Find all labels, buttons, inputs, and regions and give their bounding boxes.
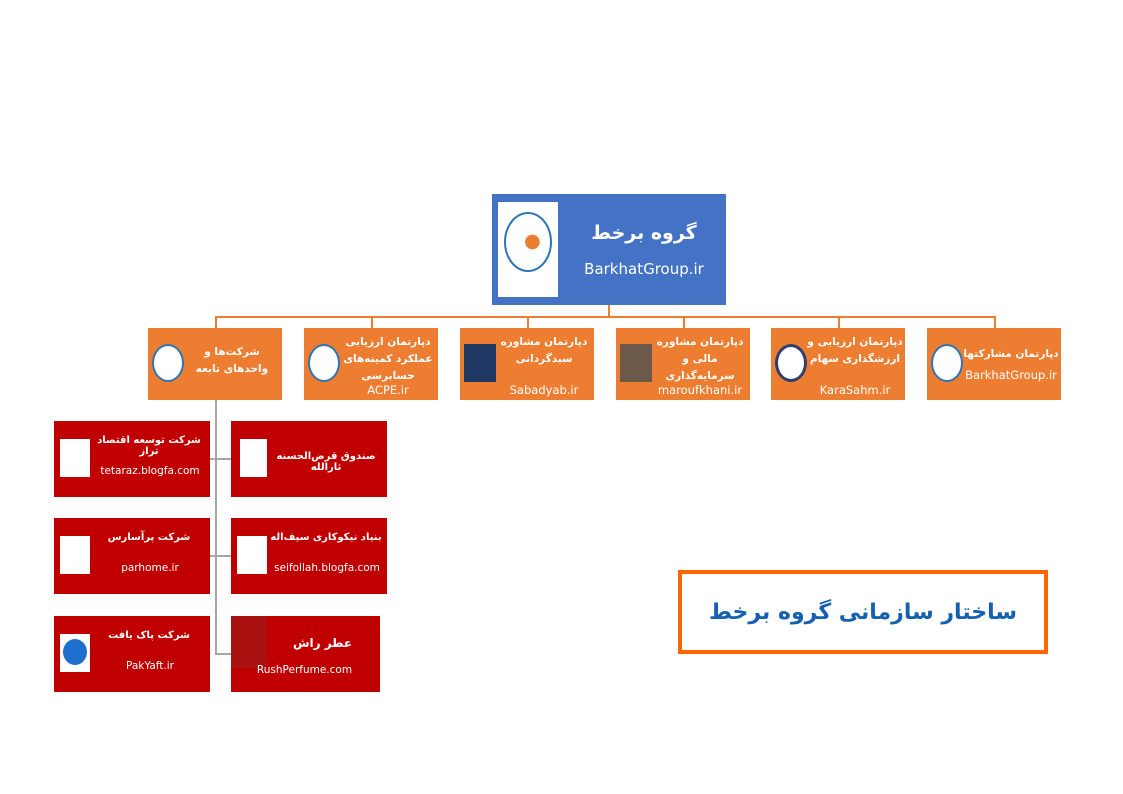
connector [210,458,231,460]
connector [215,316,217,328]
department-node: دپارتمان ارزیابی و ارزشگذاری سهام KaraSah… [771,328,905,400]
company-node: شرکت پرآسارس parhome.ir [54,518,210,594]
connector [608,305,610,317]
connector [215,653,231,655]
rush-perfume-logo-icon [231,616,267,668]
root-title: گروه برخط [591,222,697,244]
company-title: صندوق قرض‌الحسنه ثارالله [276,451,376,473]
recycle-logo-icon [60,634,90,672]
connector [683,316,685,328]
root-url: BarkhatGroup.ir [584,260,704,278]
department-node: شرکت‌ها و واحدهای تابعه [148,328,282,400]
person-photo-icon [620,344,652,382]
department-url: ACPE.ir [367,383,409,397]
department-title: دپارتمان مشاوره سبدگردانی [500,336,588,365]
department-title: دپارتمان ارزیابی و ارزشگذاری سهام [807,336,903,365]
sabadyab-logo-icon [464,344,496,382]
company-node: عطر راش RushPerfume.com [231,616,380,692]
department-url: Sabadyab.ir [509,383,579,397]
department-title: شرکت‌ها و واحدهای تابعه [195,346,269,375]
barkhat-globe-icon [308,344,340,382]
department-url: KaraSahm.ir [819,383,891,397]
sarallah-logo-icon [237,439,267,477]
barkhat-globe-icon [152,344,184,382]
company-url: parhome.ir [121,562,179,574]
department-url: BarkhatGroup.ir [965,368,1057,382]
department-title: دپارتمان ارزیابی عملکرد کمیته‌های حسابرس… [343,336,433,382]
company-title: عطر راش [292,636,353,650]
company-url: RushPerfume.com [256,664,353,676]
karasahm-logo-icon [775,344,807,382]
company-title: شرکت توسعه اقتصاد تراز [97,435,201,457]
par-logo-icon [60,536,90,574]
company-node: بنیاد نیکوکاری سیف‌اله seifollah.blogfa.c… [231,518,387,594]
company-title: شرکت پاک یافت [108,630,190,641]
taraz-logo-icon [60,439,90,477]
seifollah-logo-icon [237,536,267,574]
company-url: seifollah.blogfa.com [274,562,380,574]
connector [838,316,840,328]
company-node: شرکت توسعه اقتصاد تراز tetaraz.blogfa.com [54,421,210,497]
company-node: صندوق قرض‌الحسنه ثارالله [231,421,387,497]
company-url: PakYaft.ir [126,660,174,672]
department-title: دپارتمان مشاوره مالی و سرمایه‌گذاری [656,336,744,382]
chart-caption: ساختار سازمانی گروه برخط [678,570,1048,654]
connector [527,316,529,328]
department-url: maroufkhani.ir [657,383,743,397]
department-node: دپارتمان مشارکتها BarkhatGroup.ir [927,328,1061,400]
department-title: دپارتمان مشارکتها [963,348,1059,360]
connector [210,555,231,557]
department-node: دپارتمان مشاوره سبدگردانی Sabadyab.ir [460,328,594,400]
company-title: بنیاد نیکوکاری سیف‌اله [270,532,382,543]
root-node: گروه برخط BarkhatGroup.ir [492,194,726,305]
connector [215,400,217,655]
company-title: شرکت پرآسارس [107,532,191,543]
department-node: دپارتمان ارزیابی عملکرد کمیته‌های حسابرس… [304,328,438,400]
company-node: شرکت پاک یافت PakYaft.ir [54,616,210,692]
barkhat-globe-icon [931,344,963,382]
company-url: tetaraz.blogfa.com [100,465,200,477]
connector [215,316,996,318]
barkhat-logo-icon [498,202,558,297]
connector [371,316,373,328]
connector [994,316,996,328]
